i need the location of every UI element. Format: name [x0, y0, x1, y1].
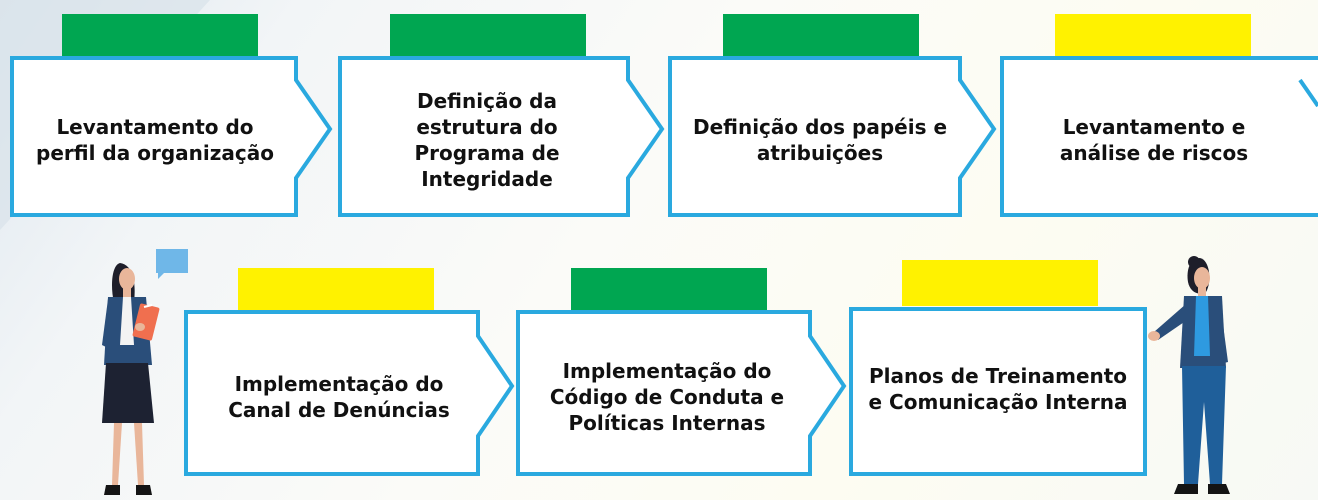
- step-box: [10, 56, 333, 217]
- step-box: [184, 310, 515, 476]
- step-tab: [62, 14, 258, 60]
- step-label: Implementação do Código de Conduta e Pol…: [549, 359, 785, 435]
- step-tab: [571, 268, 767, 314]
- woman-presenting-illustration: [1148, 256, 1230, 494]
- step-7: Planos de Treinamento e Comunicação Inte…: [849, 260, 1147, 476]
- step-label: Planos de Treinamento e Comunicação Inte…: [868, 364, 1128, 414]
- step-label: Levantamento do perfil da organização: [36, 115, 274, 165]
- speech-bubble-icon: [156, 249, 188, 279]
- step-label: Levantamento e análise de riscos: [1059, 115, 1249, 165]
- step-box: [1000, 56, 1318, 217]
- step-box: [849, 307, 1147, 476]
- step-tab: [238, 268, 434, 314]
- step-label: Implementação do Canal de Denúncias: [228, 372, 450, 422]
- woman-with-clipboard-illustration: [102, 249, 188, 495]
- step-4: Levantamento e análise de riscos: [0, 0, 1318, 220]
- step-box: [338, 56, 665, 217]
- step-label: Definição dos papéis e atribuições: [692, 115, 948, 165]
- step-tab: [902, 260, 1098, 306]
- step-5: Implementação do Canal de Denúncias: [0, 0, 540, 500]
- step-2: Definição da estrutura do Programa de In…: [0, 0, 680, 220]
- step-tab: [1055, 14, 1251, 60]
- step-tab: [723, 14, 919, 60]
- step-tab: [390, 14, 586, 60]
- step-6: Implementação do Código de Conduta e Pol…: [516, 268, 847, 476]
- step-label: Definição da estrutura do Programa de In…: [414, 89, 560, 191]
- step-1: Levantamento do perfil da organização: [0, 0, 340, 220]
- step-box: [668, 56, 997, 217]
- step-3: Definição dos papéis e atribuições: [0, 0, 1010, 220]
- step-box: [516, 310, 847, 476]
